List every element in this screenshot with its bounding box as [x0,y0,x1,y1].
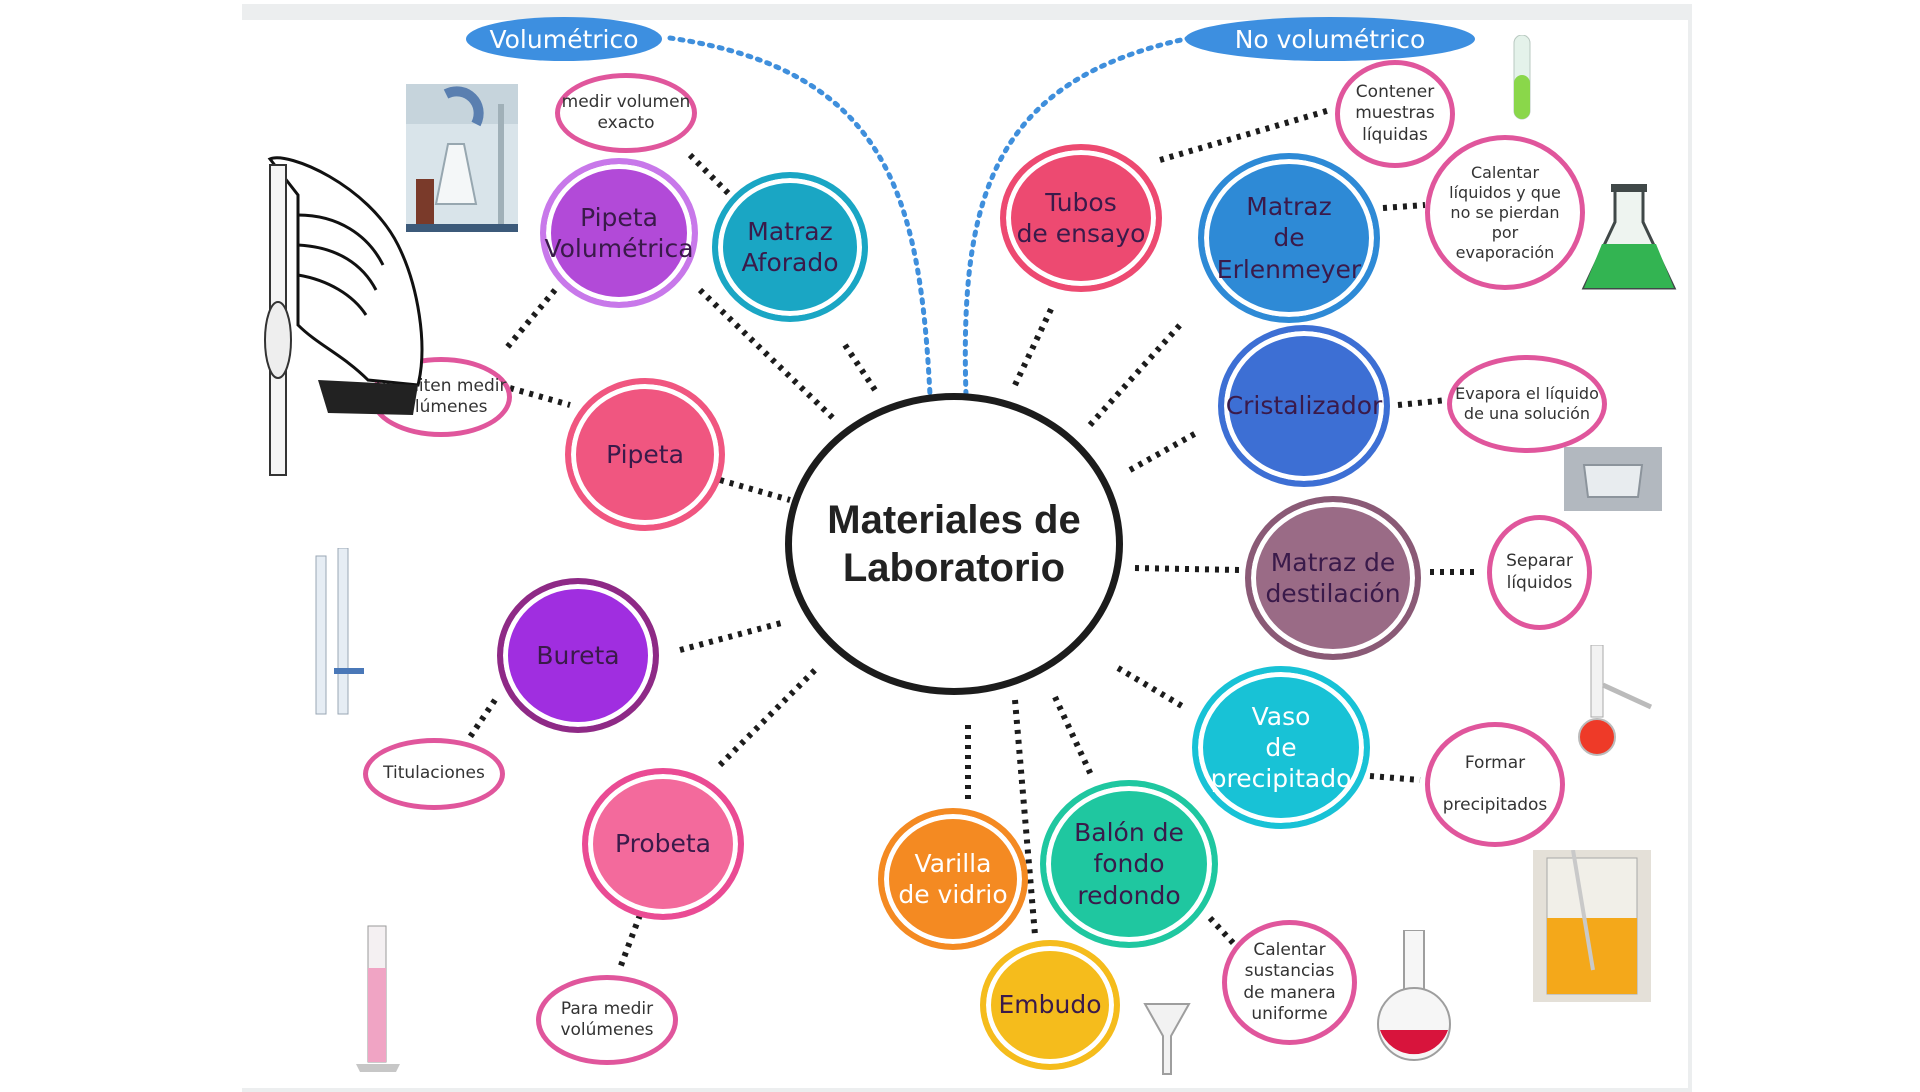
desc-separar-liquidos[interactable]: Separar líquidos [1487,515,1592,630]
node-label: Matraz Aforado [741,216,839,277]
bubble-text: Contener muestras líquidas [1355,82,1435,145]
node-label: Matraz de Erlenmeyer [1216,192,1362,284]
node-embudo[interactable]: Embudo [980,940,1120,1070]
node-label: Embudo [998,990,1102,1020]
beaker-yellow [1533,850,1651,1002]
connector [697,287,838,423]
node-matraz-de-destilacion[interactable]: Matraz de destilación [1245,496,1421,660]
lab-photo [406,84,518,232]
node-label: Balón de fondo redondo [1074,818,1184,910]
connector [842,343,878,392]
desc-para-medir-volumenes[interactable]: Para medir volúmenes [536,975,678,1065]
connector [1134,565,1241,573]
connector [465,698,498,742]
bubble-text: Para medir volúmenes [560,998,654,1040]
connector [679,619,786,653]
node-balon-de-fondo-redondo[interactable]: Balón de fondo redondo [1040,780,1218,948]
node-pipeta-volumetrica[interactable]: Pipeta Volumétrica [540,158,698,308]
crystallizer-dish [1564,447,1662,511]
connector-volumetric [667,35,933,398]
desc-medir-volumen-exacto[interactable]: medir volumen exacto [555,73,697,153]
pipette-hand-drawing [264,156,424,476]
connector [1012,303,1056,387]
bubble-text: Calentar sustancias de manera uniforme [1243,940,1336,1024]
node-label: Pipeta [606,439,684,469]
node-probeta[interactable]: Probeta [582,768,744,920]
node-label: Tubos de ensayo [1016,187,1146,248]
desc-calentar-liquidos[interactable]: Calentar líquidos y que no se pierdan po… [1425,135,1585,290]
desc-calentar-sustancias[interactable]: Calentar sustancias de manera uniforme [1222,920,1357,1045]
node-cristalizador[interactable]: Cristalizador [1218,325,1390,487]
connector [1128,429,1200,473]
funnel [1143,1003,1191,1075]
connector [1116,665,1184,709]
node-label: Probeta [614,829,712,859]
connector-no-volumetric [962,35,1193,398]
distillation-flask-red [1578,645,1653,756]
node-matraz-de-erlenmeyer[interactable]: Matraz de Erlenmeyer [1198,153,1380,323]
desc-evapora-liquido[interactable]: Evapora el líquido de una solución [1447,355,1607,453]
connector [1369,773,1421,783]
desc-contener-muestras[interactable]: Contener muestras líquidas [1335,60,1455,168]
node-bureta[interactable]: Bureta [497,578,659,733]
connector [1052,695,1095,779]
node-label: Pipeta Volumétrica [544,202,694,263]
node-label: Bureta [536,640,620,670]
connector [1159,107,1331,163]
graduated-cylinder-pink [356,925,400,1072]
bubble-text: Calentar líquidos y que no se pierdan po… [1449,162,1561,262]
node-matraz-aforado[interactable]: Matraz Aforado [712,172,868,322]
node-label: Cristalizador [1225,391,1383,421]
bubble-text: Separar líquidos [1506,551,1573,593]
connector [617,913,643,970]
node-label: Varilla de vidrio [898,848,1008,909]
connector [509,385,571,408]
bubble-text: medir volumen exacto [561,91,691,133]
volumetric-label: Volumétrico [489,24,639,54]
erlenmeyer-green [1581,184,1677,290]
desc-formar-precipitados[interactable]: Formar precipitados [1425,722,1565,847]
connector [1207,915,1238,948]
bubble-text: Evapora el líquido de una solución [1455,384,1599,423]
node-varilla-de-vidrio[interactable]: Varilla de vidrio [878,808,1028,950]
node-vaso-de-precipitado[interactable]: Vaso de precipitado [1192,666,1370,829]
connector [687,152,733,198]
non-volumetric-label: No volumétrico [1234,24,1426,54]
connector [1397,397,1448,408]
central-topic[interactable]: Materiales de Laboratorio [785,393,1123,695]
connector [719,477,791,503]
connector [1382,202,1426,211]
node-label: Vaso de precipitado [1210,701,1352,794]
desc-titulaciones[interactable]: Titulaciones [363,738,505,810]
connector [1087,322,1183,428]
node-pipeta[interactable]: Pipeta [565,378,725,531]
bubble-text: Titulaciones [383,763,485,784]
non-volumetric-category-pill[interactable]: No volumétrico [1185,17,1475,61]
central-topic-title: Materiales de Laboratorio [827,498,1081,590]
round-flask-red [1377,930,1451,1061]
burettes [315,548,364,715]
bubble-text: Formar precipitados [1442,752,1548,816]
connector [502,288,558,352]
test-tube-green [1513,35,1531,120]
node-tubos-de-ensayo[interactable]: Tubos de ensayo [1000,144,1162,292]
connector [717,667,818,768]
volumetric-category-pill[interactable]: Volumétrico [466,17,662,61]
node-label: Matraz de destilación [1265,547,1401,608]
